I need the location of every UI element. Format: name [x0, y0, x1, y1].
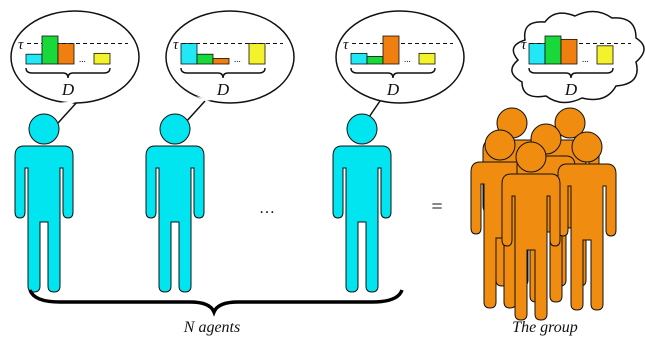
agents-gap-ellipsis: …	[259, 200, 275, 217]
bars-ellipsis: ...	[404, 54, 411, 64]
bar-cyan	[528, 43, 546, 65]
domain-brace	[180, 67, 266, 79]
domain-label: D	[61, 80, 75, 99]
agent-figure-1	[14, 113, 74, 293]
thought-cloud-group	[511, 10, 645, 104]
agent-figure-3	[332, 113, 392, 293]
bar-green	[544, 35, 562, 65]
histogram-group: τ... D	[521, 35, 631, 99]
threshold-label: τ	[18, 37, 24, 53]
agents-caption: N agents	[183, 319, 240, 336]
histogram-agent-1: τ... D	[18, 35, 128, 99]
bar-cyan	[350, 52, 368, 65]
threshold-label: τ	[343, 37, 349, 53]
bar-orange	[212, 58, 230, 65]
domain-brace	[25, 67, 111, 79]
bar-green	[366, 56, 384, 65]
domain-brace	[528, 67, 614, 79]
bar-yellow	[93, 52, 111, 65]
group-caption: The group	[512, 319, 578, 336]
bars-ellipsis: ...	[582, 54, 589, 64]
bar-yellow	[418, 52, 436, 65]
bar-orange	[57, 43, 75, 65]
domain-label: D	[216, 80, 230, 99]
bars-ellipsis: ...	[234, 54, 241, 64]
threshold-label: τ	[521, 37, 527, 53]
speech-bubble-agent-2	[165, 10, 295, 124]
bar-orange	[560, 38, 578, 65]
equals-sign: =	[431, 196, 442, 218]
bar-cyan	[25, 53, 43, 65]
domain-brace	[350, 67, 436, 79]
bar-cyan	[180, 43, 198, 65]
bar-yellow	[248, 43, 266, 65]
speech-bubble-agent-1	[10, 10, 140, 124]
agent-figure-2	[145, 113, 205, 293]
domain-label: D	[386, 80, 400, 99]
bar-green	[196, 53, 214, 65]
histogram-agent-n: τ... D	[343, 35, 453, 99]
bar-green	[41, 35, 59, 65]
domain-label: D	[564, 80, 578, 99]
bar-yellow	[596, 45, 614, 65]
histogram-agent-2: τ... D	[173, 37, 283, 99]
threshold-label: τ	[173, 37, 179, 53]
bars-ellipsis: ...	[79, 54, 86, 64]
bar-orange	[382, 35, 400, 65]
speech-bubble-agent-n	[335, 10, 465, 124]
agents-brace	[28, 289, 404, 317]
